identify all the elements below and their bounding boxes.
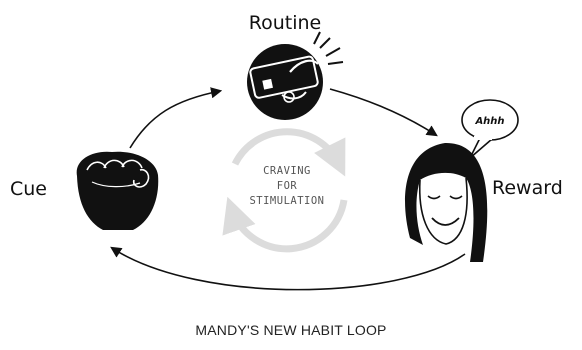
arrow-routine-to-reward — [329, 88, 438, 137]
center-line-2: FOR — [277, 180, 298, 192]
hand-tapping-phone-icon — [247, 31, 344, 120]
speech-bubble: Ahhh — [461, 99, 519, 159]
center-line-3: STIMULATION — [249, 195, 324, 207]
speech-bubble-text: Ahhh — [474, 116, 504, 127]
smiling-woman-icon — [405, 142, 488, 262]
craving-cycle-icon — [222, 128, 348, 253]
reward-label: Reward — [492, 177, 563, 199]
clenched-fist-icon — [76, 151, 159, 230]
arrow-cue-to-routine — [129, 87, 223, 149]
routine-label: Routine — [249, 12, 321, 34]
center-line-1: CRAVING — [263, 165, 311, 177]
craving-text: CRAVING FOR STIMULATION — [249, 165, 324, 207]
diagram-caption: MANDY'S NEW HABIT LOOP — [195, 322, 387, 338]
arrow-reward-to-cue — [110, 246, 466, 291]
cue-label: Cue — [10, 178, 47, 200]
